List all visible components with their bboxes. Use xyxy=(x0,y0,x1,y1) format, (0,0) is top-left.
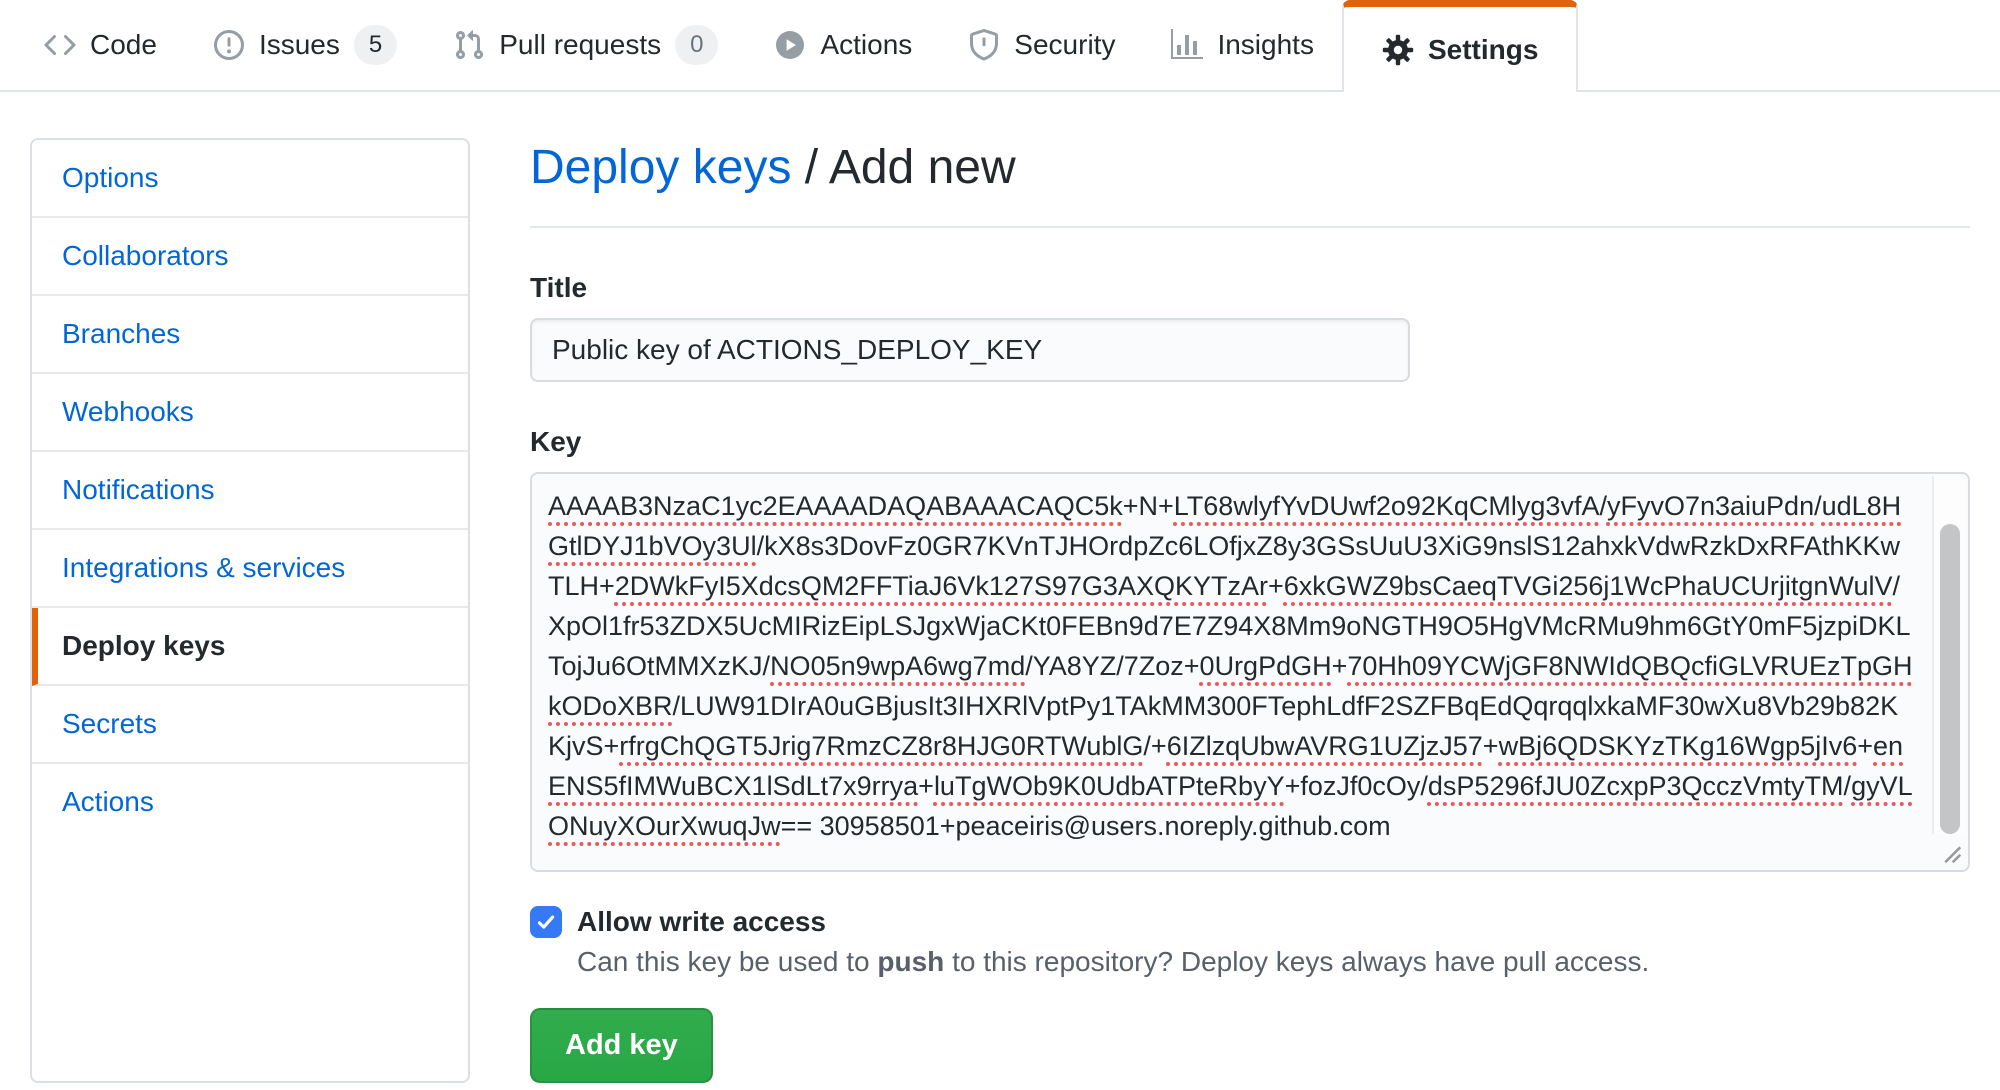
issue-opened-icon xyxy=(213,29,245,61)
git-pull-request-icon xyxy=(453,29,485,61)
allow-write-access-row: Allow write access xyxy=(530,906,1970,938)
sidebar-item-branches[interactable]: Branches xyxy=(32,296,468,374)
add-key-button[interactable]: Add key xyxy=(530,1008,713,1083)
main-content: Deploy keys / Add new Title Key AAAAB3Nz… xyxy=(530,138,1970,1083)
breadcrumb-deploy-keys-link[interactable]: Deploy keys xyxy=(530,141,792,194)
sidebar-item-actions[interactable]: Actions xyxy=(62,786,154,817)
tab-code[interactable]: Code xyxy=(16,0,185,90)
code-icon xyxy=(44,29,76,61)
sidebar-item-deploy-keys[interactable]: Deploy keys xyxy=(32,608,468,686)
pr-count-badge: 0 xyxy=(675,25,719,65)
allow-write-access-checkbox[interactable] xyxy=(530,906,562,938)
key-content: AAAAB3NzaC1yc2EAAAADAQABAAACAQC5k+N+LT68… xyxy=(548,491,1913,841)
sidebar-item-collaborators[interactable]: Collaborators xyxy=(32,218,468,296)
check-icon xyxy=(537,915,555,929)
title-label: Title xyxy=(530,272,588,303)
sidebar-item-webhooks[interactable]: Webhooks xyxy=(32,374,468,452)
tab-actions[interactable]: Actions xyxy=(746,0,940,90)
write-access-description: Can this key be used to push to this rep… xyxy=(577,946,1970,978)
repo-tabs: Code Issues 5 Pull requests 0 Actions xyxy=(16,0,1579,92)
title-input[interactable] xyxy=(530,318,1410,382)
divider xyxy=(530,226,1970,228)
tab-label: Settings xyxy=(1427,33,1539,65)
tab-settings[interactable]: Settings xyxy=(1341,0,1579,92)
sidebar-item-notifications[interactable]: Notifications xyxy=(32,452,468,530)
allow-write-access-label[interactable]: Allow write access xyxy=(577,906,827,937)
sidebar-item-integrations-services[interactable]: Integrations & services xyxy=(32,530,468,608)
shield-icon xyxy=(968,29,1000,61)
scrollbar-track[interactable] xyxy=(1932,476,1966,834)
tab-issues[interactable]: Issues 5 xyxy=(185,0,425,90)
page-body: Options Collaborators Branches Webhooks … xyxy=(0,92,2000,1083)
page-title: Deploy keys / Add new xyxy=(530,138,1970,198)
tab-security[interactable]: Security xyxy=(940,0,1143,90)
scrollbar-thumb[interactable] xyxy=(1940,524,1960,834)
description-text: Can this key be used to xyxy=(577,946,878,977)
tab-label: Actions xyxy=(820,29,913,60)
breadcrumb-current: Add new xyxy=(828,141,1016,194)
resize-grip-icon[interactable] xyxy=(1934,836,1964,866)
issues-count-badge: 5 xyxy=(353,25,398,65)
tab-insights[interactable]: Insights xyxy=(1143,0,1342,90)
tab-label: Code xyxy=(90,29,157,60)
gear-icon xyxy=(1382,34,1414,66)
sidebar-item-secrets[interactable]: Secrets xyxy=(32,686,468,764)
key-label: Key xyxy=(530,426,582,457)
play-icon xyxy=(774,29,806,61)
graph-icon xyxy=(1171,29,1204,61)
tab-label: Issues xyxy=(258,29,340,60)
tab-pull-requests[interactable]: Pull requests 0 xyxy=(425,0,746,90)
description-push: push xyxy=(877,946,945,977)
description-text: to this repository? Deploy keys always h… xyxy=(944,946,1650,977)
tab-label: Insights xyxy=(1217,29,1314,60)
breadcrumb-separator: / xyxy=(804,141,819,194)
sidebar-item-options[interactable]: Options xyxy=(32,140,468,218)
settings-sidebar: Options Collaborators Branches Webhooks … xyxy=(30,138,470,1083)
tab-label: Security xyxy=(1014,29,1116,60)
tab-label: Pull requests xyxy=(499,29,662,60)
repo-tab-bar: Code Issues 5 Pull requests 0 Actions xyxy=(0,0,2000,92)
key-textarea[interactable]: AAAAB3NzaC1yc2EAAAADAQABAAACAQC5k+N+LT68… xyxy=(530,472,1970,872)
